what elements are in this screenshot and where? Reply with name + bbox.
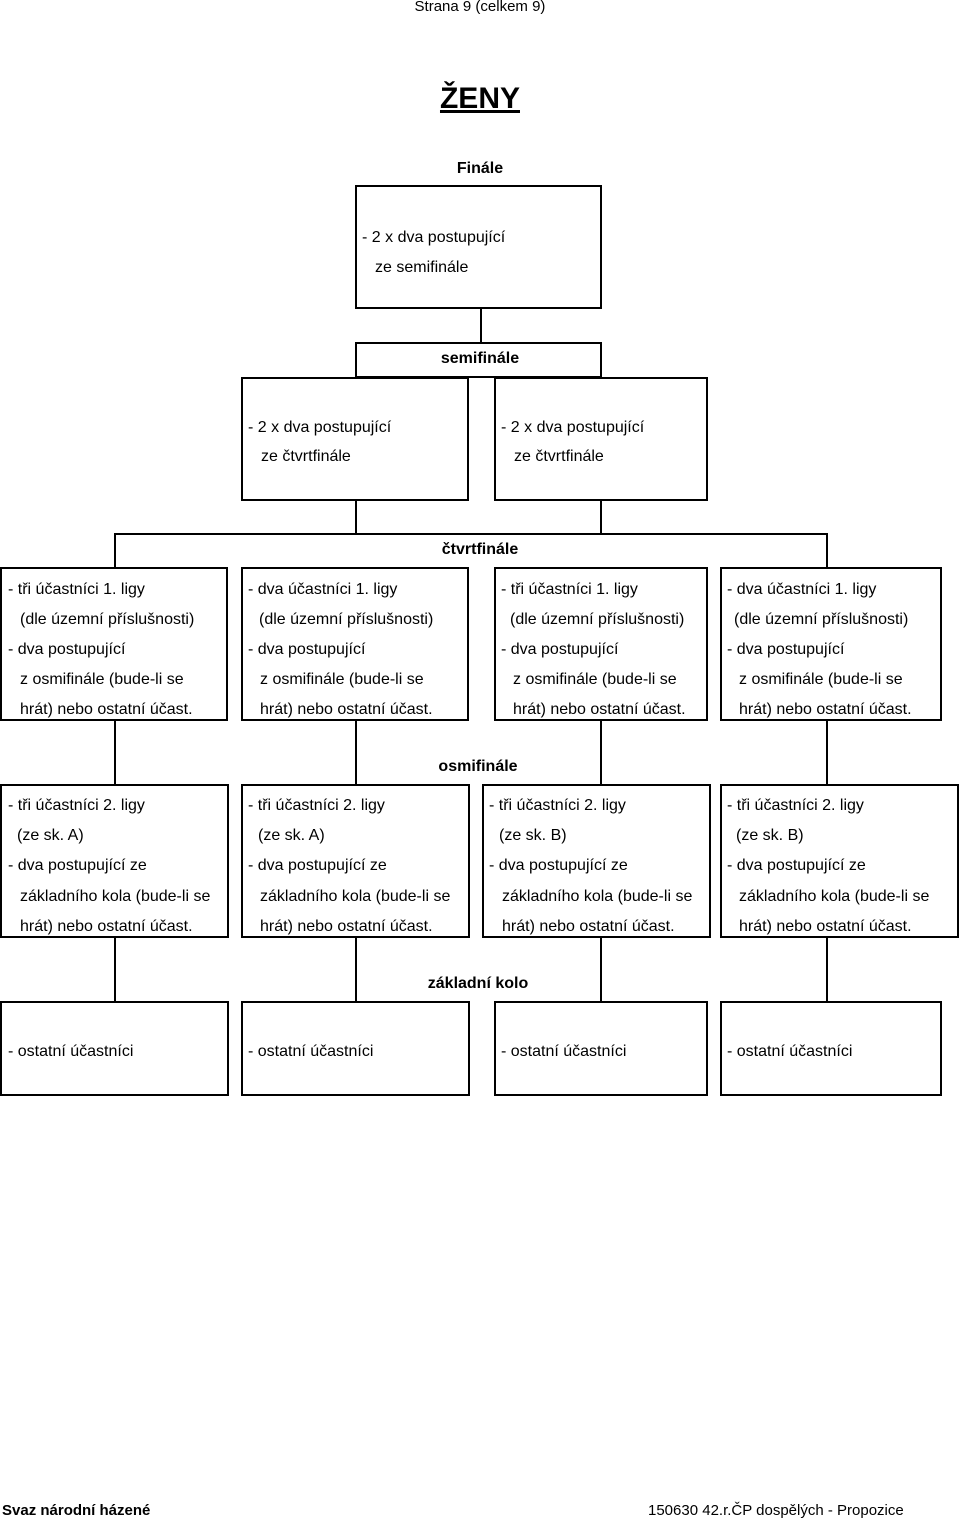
quarterfinal-bracket-left (114, 533, 116, 569)
page-number: Strana 9 (celkem 9) (414, 0, 546, 15)
round-of-16-box-4-line-5: hrát) nebo ostatní účast. (739, 918, 912, 935)
connector-qf-2 (355, 720, 357, 785)
semifinal-box-1-line-2: ze čtvrtfinále (261, 448, 351, 465)
page-title: ŽENY (439, 82, 520, 115)
base-round-box-4-line-1: - ostatní účastníci (727, 1043, 853, 1060)
quarterfinal-box-3-line-1: - tři účastníci 1. ligy (501, 581, 638, 598)
semifinal-heading: semifinále (440, 350, 520, 367)
connector-semifinal-1 (355, 499, 357, 535)
base-round-box-1-line-1: - ostatní účastníci (8, 1043, 134, 1060)
round-of-16-box-3-line-4: základního kola (bude-li se (502, 888, 693, 905)
quarterfinal-box-3-line-5: hrát) nebo ostatní účast. (513, 701, 686, 718)
round-of-16-box-4-line-3: - dva postupující ze (727, 857, 866, 874)
quarterfinal-box-2-line-5: hrát) nebo ostatní účast. (260, 701, 433, 718)
quarterfinal-box-1-line-2: (dle územní příslušnosti) (20, 611, 195, 628)
round-of-16-box-4-line-1: - tři účastníci 2. ligy (727, 797, 864, 814)
quarterfinal-box-4-line-2: (dle územní příslušnosti) (734, 611, 909, 628)
semifinal-label-box (355, 342, 602, 378)
connector-r16-4 (826, 937, 828, 1002)
quarterfinal-box-1-line-4: z osmifinále (bude-li se (20, 671, 184, 688)
round-of-16-box-2-line-5: hrát) nebo ostatní účast. (260, 918, 433, 935)
base-round-heading: základní kolo (427, 975, 529, 992)
base-round-box-1: - ostatní účastníci (0, 1001, 229, 1096)
quarterfinal-box-3-line-4: z osmifinále (bude-li se (513, 671, 677, 688)
round-of-16-heading: osmifinále (438, 758, 518, 775)
semifinal-box-2: - 2 x dva postupující ze čtvrtfinále (494, 377, 708, 501)
round-of-16-box-1-line-5: hrát) nebo ostatní účast. (20, 918, 193, 935)
round-of-16-box-4-line-2: (ze sk. B) (736, 827, 804, 844)
round-of-16-box-1-line-3: - dva postupující ze (8, 857, 147, 874)
connector-qf-3 (600, 720, 602, 785)
round-of-16-box-2-line-4: základního kola (bude-li se (260, 888, 451, 905)
semifinal-box-2-line-2: ze čtvrtfinále (514, 448, 604, 465)
round-of-16-box-3: - tři účastníci 2. ligy (ze sk. B) - dva… (482, 784, 711, 938)
quarterfinal-box-1-line-3: - dva postupující (8, 641, 126, 658)
semifinal-box-1-line-1: - 2 x dva postupující (248, 419, 392, 436)
round-of-16-box-2-line-2: (ze sk. A) (258, 827, 325, 844)
quarterfinal-box-1-line-5: hrát) nebo ostatní účast. (20, 701, 193, 718)
round-of-16-box-3-line-3: - dva postupující ze (489, 857, 628, 874)
quarterfinal-box-4-line-4: z osmifinále (bude-li se (739, 671, 903, 688)
final-box: - 2 x dva postupující ze semifinále (355, 185, 602, 309)
final-line-2: ze semifinále (375, 259, 469, 276)
quarterfinal-box-2-line-2: (dle územní příslušnosti) (259, 611, 434, 628)
quarterfinal-box-2: - dva účastníci 1. ligy (dle územní přís… (241, 567, 469, 721)
round-of-16-box-4-line-4: základního kola (bude-li se (739, 888, 930, 905)
connector-r16-3 (600, 937, 602, 1002)
footer-document-id: 150630 42.r.ČP dospělých - Propozice (648, 1502, 904, 1519)
round-of-16-box-2-line-3: - dva postupující ze (248, 857, 387, 874)
quarterfinal-box-3-line-3: - dva postupující (501, 641, 619, 658)
quarterfinal-bracket-top (114, 533, 828, 535)
round-of-16-box-3-line-2: (ze sk. B) (499, 827, 567, 844)
quarterfinal-box-3: - tři účastníci 1. ligy (dle územní přís… (494, 567, 708, 721)
round-of-16-box-1-line-2: (ze sk. A) (17, 827, 84, 844)
final-heading: Finále (456, 160, 504, 177)
connector-r16-2 (355, 937, 357, 1002)
base-round-box-2-line-1: - ostatní účastníci (248, 1043, 374, 1060)
quarterfinal-box-1-line-1: - tři účastníci 1. ligy (8, 581, 145, 598)
round-of-16-box-1-line-4: základního kola (bude-li se (20, 888, 211, 905)
round-of-16-box-3-line-5: hrát) nebo ostatní účast. (502, 918, 675, 935)
base-round-box-3: - ostatní účastníci (494, 1001, 708, 1096)
quarterfinal-box-2-line-3: - dva postupující (248, 641, 366, 658)
semifinal-box-2-line-1: - 2 x dva postupující (501, 419, 645, 436)
connector-qf-4 (826, 720, 828, 785)
round-of-16-box-2: - tři účastníci 2. ligy (ze sk. A) - dva… (241, 784, 470, 938)
quarterfinal-box-4-line-1: - dva účastníci 1. ligy (727, 581, 877, 598)
base-round-box-3-line-1: - ostatní účastníci (501, 1043, 627, 1060)
final-line-1: - 2 x dva postupující (362, 229, 506, 246)
quarterfinal-box-3-line-2: (dle územní příslušnosti) (510, 611, 685, 628)
quarterfinal-box-2-line-4: z osmifinále (bude-li se (260, 671, 424, 688)
quarterfinal-bracket-right (826, 533, 828, 569)
round-of-16-box-3-line-1: - tři účastníci 2. ligy (489, 797, 626, 814)
round-of-16-box-2-line-1: - tři účastníci 2. ligy (248, 797, 385, 814)
quarterfinal-box-4: - dva účastníci 1. ligy (dle územní přís… (720, 567, 942, 721)
connector-semifinal-2 (600, 499, 602, 535)
quarterfinal-box-4-line-5: hrát) nebo ostatní účast. (739, 701, 912, 718)
connector-r16-1 (114, 937, 116, 1002)
connector-final (480, 309, 482, 344)
base-round-box-2: - ostatní účastníci (241, 1001, 470, 1096)
connector-qf-1 (114, 720, 116, 785)
semifinal-box-1: - 2 x dva postupující ze čtvrtfinále (241, 377, 469, 501)
footer-organization: Svaz národní házené (2, 1502, 151, 1519)
quarterfinal-heading: čtvrtfinále (441, 541, 519, 558)
round-of-16-box-1: - tři účastníci 2. ligy (ze sk. A) - dva… (0, 784, 229, 938)
round-of-16-box-4: - tři účastníci 2. ligy (ze sk. B) - dva… (720, 784, 959, 938)
base-round-box-4: - ostatní účastníci (720, 1001, 942, 1096)
round-of-16-box-1-line-1: - tři účastníci 2. ligy (8, 797, 145, 814)
quarterfinal-box-4-line-3: - dva postupující (727, 641, 845, 658)
quarterfinal-box-2-line-1: - dva účastníci 1. ligy (248, 581, 398, 598)
quarterfinal-box-1: - tři účastníci 1. ligy (dle územní přís… (0, 567, 228, 721)
